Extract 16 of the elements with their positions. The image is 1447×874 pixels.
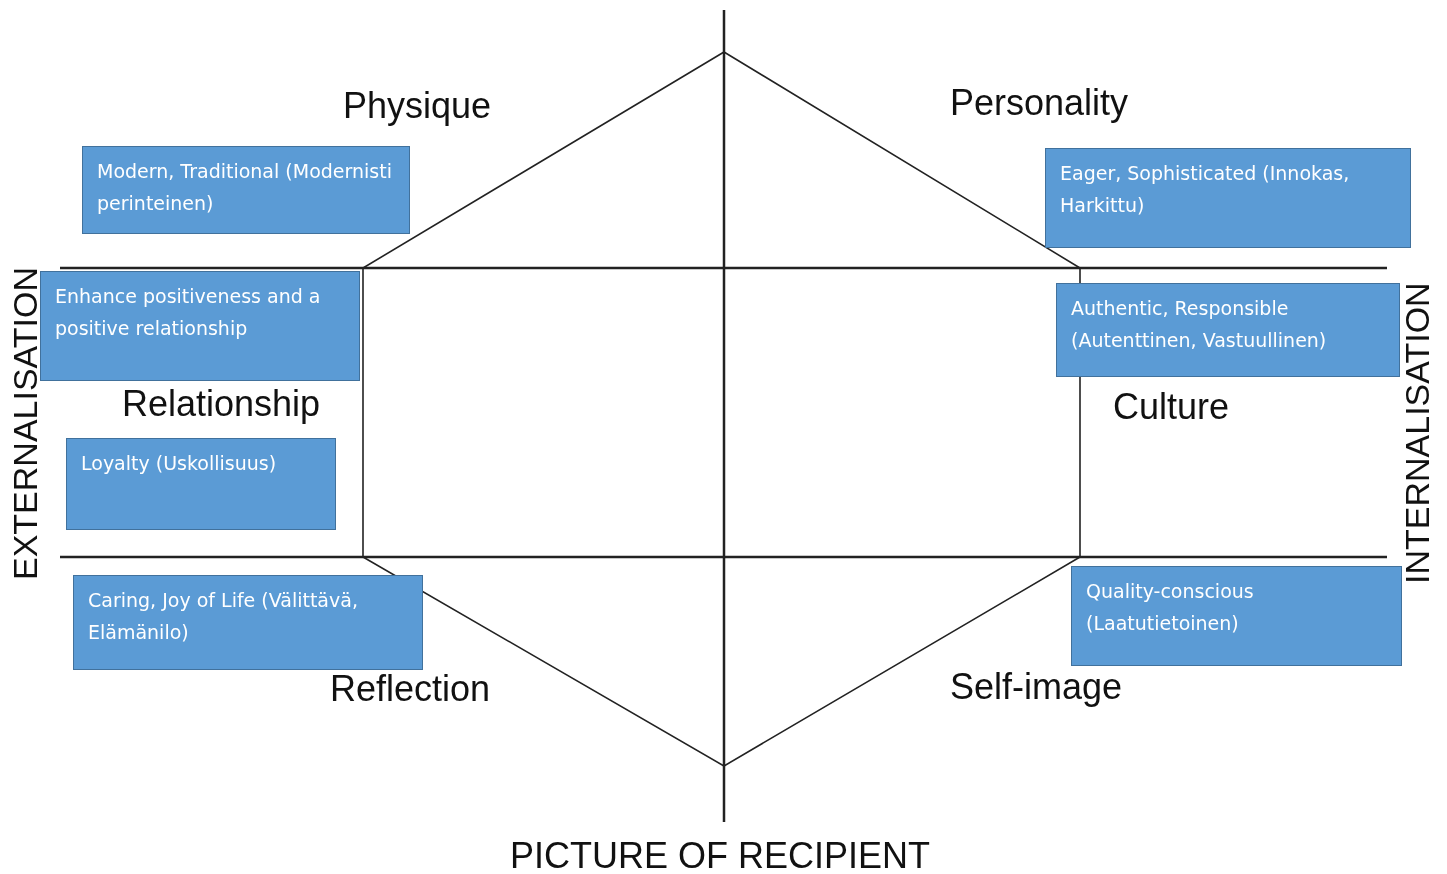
facet-label: Personality [950, 85, 1129, 121]
text-box: Modern, Traditional (Modernisti perinteinen) [82, 146, 410, 234]
text-box: Enhance positiveness and a positive relationship [40, 271, 360, 381]
axis-label: EXTERNALISATION [8, 267, 42, 580]
facet-label: Physique [343, 88, 492, 124]
facet-label: Culture [1113, 389, 1230, 425]
text-box: Authentic, Responsible (Autenttinen, Vastuullinen) [1056, 283, 1400, 377]
text-box: Eager, Sophisticated (Innokas, Harkittu) [1045, 148, 1411, 248]
axis-label: INTERNALISATION [1400, 282, 1434, 584]
facet-label: Self-image [950, 669, 1123, 705]
text-box: Caring, Joy of Life (Välittävä, Elämänilo) [73, 575, 423, 670]
text-box: Quality-conscious (Laatutietoinen) [1071, 566, 1402, 666]
text-box: Loyalty (Uskollisuus) [66, 438, 336, 530]
facet-label: Relationship [122, 386, 321, 422]
facet-label: Reflection [330, 671, 491, 707]
axis-label: PICTURE OF RECIPIENT [510, 838, 931, 874]
